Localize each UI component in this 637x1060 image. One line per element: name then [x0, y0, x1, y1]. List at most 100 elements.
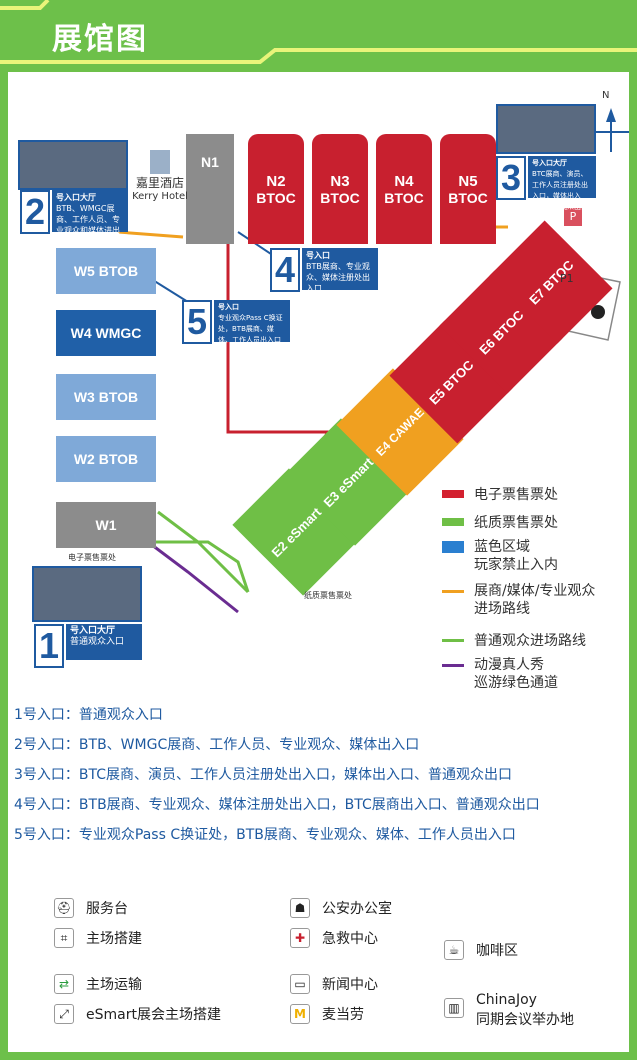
legend-swatch-green [442, 518, 464, 526]
service-desk-icon: ⛑ [54, 898, 74, 918]
page-title: 展馆图 [52, 22, 148, 57]
kerry-hotel: 嘉里酒店 Kerry Hotel [130, 150, 190, 202]
hall-w3[interactable]: W3 BTOB [56, 374, 156, 420]
legend-swatch-blue [442, 541, 464, 553]
legend-label: 蓝色区域 玩家禁止入内 [474, 539, 558, 573]
legend-label: 普通观众进场路线 [474, 633, 586, 649]
entrance-1-number: 1 [34, 624, 64, 668]
entrance-1-card: 号入口大厅 普通观众入口 [66, 624, 142, 660]
icon-legend-first-aid: ✚ 急救中心 [290, 928, 378, 948]
entrance-3-title: 号入口大厅 [532, 159, 567, 167]
icon-legend-conference: ▥ ChinaJoy 同期会议举办地 [444, 990, 574, 1030]
entrance-2-title: 号入口大厅 [56, 193, 96, 202]
venue-map: N N1 N2 BTOC N3 BTOC N4 BTOC N5 BTOC 嘉里酒… [8, 72, 629, 692]
entrance-3-desc: BTC展商、演员、工作人员注册处出入口，媒体出入口、普通观众出口 [532, 170, 588, 211]
coffee-icon: ☕ [444, 940, 464, 960]
hall-n5-sub: BTOC [448, 189, 488, 206]
police-icon: ☗ [290, 898, 310, 918]
hall-w1[interactable]: W1 [56, 502, 156, 548]
icon-legend-coffee: ☕ 咖啡区 [444, 940, 518, 960]
legend-paper-ticket: 纸质票售票处 [442, 512, 558, 532]
mcdonalds-icon: M [290, 1004, 310, 1024]
main-construction-icon: ⌗ [54, 928, 74, 948]
legend-visitor-route: 普通观众进场路线 [442, 630, 586, 650]
icon-legend-label: 服务台 [86, 901, 128, 917]
paper-ticket-map-label: 纸质票售票处 [304, 591, 352, 600]
legend-cosplay-route: 动漫真人秀 巡游绿色通道 [442, 656, 558, 692]
hall-n2-sub: BTOC [256, 189, 296, 206]
entrance-4-desc: BTB展商、专业观众、媒体注册处出入口 [306, 262, 370, 293]
entry-line-2: 2号入口：BTB、WMGC展商、工作人员、专业观众、媒体出入口 [14, 737, 420, 753]
hall-n3[interactable]: N3 BTOC [312, 134, 368, 244]
icon-legend-label: 急救中心 [322, 931, 378, 947]
entrance-5-card: 号入口 专业观众Pass C换证处，BTB展商、媒体、工作人员出入口 [214, 300, 290, 344]
hall-n4[interactable]: N4 BTOC [376, 134, 432, 244]
legend-label: 动漫真人秀 巡游绿色通道 [474, 657, 558, 691]
legend-blue-zone: 蓝色区域 玩家禁止入内 [442, 538, 558, 574]
entrance-1-desc: 普通观众入口 [70, 637, 125, 647]
entrance-2-desc: BTB、WMGC展商、工作人员、专业观众和媒体进出口 [56, 204, 120, 246]
legend-swatch-red [442, 490, 464, 498]
entry-line-4: 4号入口：BTB展商、专业观众、媒体注册处出入口，BTC展商出入口、普通观众出口 [14, 797, 540, 813]
entrance-2-number: 2 [20, 190, 50, 234]
entrance-5-desc: 专业观众Pass C换证处，BTB展商、媒体、工作人员出入口 [218, 314, 283, 344]
hall-n5[interactable]: N5 BTOC [440, 134, 496, 244]
entry-line-5: 5号入口：专业观众Pass C换证处，BTB展商、专业观众、媒体、工作人员出入口 [14, 827, 516, 843]
hall-w2[interactable]: W2 BTOB [56, 436, 156, 482]
entrance-1-photo [32, 566, 142, 622]
icon-legend-press: ▭ 新闻中心 [290, 974, 378, 994]
legend-e-ticket: 电子票售票处 [442, 484, 558, 504]
entrance-2-photo [18, 140, 128, 190]
esmart-construction-icon: ⤢ [54, 1004, 74, 1024]
icon-legend-construction: ⌗ 主场搭建 [54, 928, 142, 948]
hall-n5-name: N5 [458, 172, 478, 190]
icon-legend-transport: ⇄ 主场运输 [54, 974, 142, 994]
header-decoration [0, 0, 637, 72]
icon-legend-label: 新闻中心 [322, 977, 378, 993]
legend-label: 展商/媒体/专业观众 进场路线 [474, 583, 596, 617]
hall-n2-name: N2 [266, 172, 286, 190]
icon-legend-label: 咖啡区 [476, 943, 518, 959]
icon-legend-esmart: ⤢ eSmart展会主场搭建 [54, 1004, 221, 1024]
icon-legend-label: ChinaJoy 同期会议举办地 [476, 992, 574, 1028]
hall-n4-name: N4 [394, 172, 414, 190]
press-center-icon: ▭ [290, 974, 310, 994]
conference-icon: ▥ [444, 998, 464, 1018]
hotel-cn: 嘉里酒店 [135, 176, 184, 190]
compass [593, 108, 629, 152]
icon-legend-label: 主场运输 [86, 977, 142, 993]
icon-legend-label: eSmart展会主场搭建 [86, 1007, 221, 1023]
entrance-4-number: 4 [270, 248, 300, 292]
entrance-1-title: 号入口大厅 [70, 626, 116, 636]
hall-n2[interactable]: N2 BTOC [248, 134, 304, 244]
hall-n3-sub: BTOC [320, 189, 360, 206]
first-aid-icon: ✚ [290, 928, 310, 948]
legend-swatch-purple [442, 664, 464, 667]
e-ticket-map-label: 电子票售票处 [68, 553, 116, 562]
entrance-2-card: 号入口大厅 BTB、WMGC展商、工作人员、专业观众和媒体进出口 [52, 190, 128, 246]
entry-line-3: 3号入口：BTC展商、演员、工作人员注册处出入口，媒体出入口、普通观众出口 [14, 767, 513, 783]
entrance-4-card: 号入口 BTB展商、专业观众、媒体注册处出入口 [302, 248, 378, 293]
legend-swatch-orange [442, 590, 464, 593]
entrance-5-number: 5 [182, 300, 212, 344]
header-bar: 展馆图 [0, 0, 637, 72]
entrance-3-photo [496, 104, 596, 154]
icon-legend-mcdonalds: M 麦当劳 [290, 1004, 364, 1024]
transport-icon: ⇄ [54, 974, 74, 994]
map-panel: N N1 N2 BTOC N3 BTOC N4 BTOC N5 BTOC 嘉里酒… [8, 72, 629, 1052]
icon-legend-label: 麦当劳 [322, 1007, 364, 1023]
entrance-4-title: 号入口 [306, 251, 330, 260]
hall-w5[interactable]: W5 BTOB [56, 248, 156, 294]
legend-exhibitor-route: 展商/媒体/专业观众 进场路线 [442, 582, 595, 618]
legend-swatch-green-line [442, 638, 464, 642]
entrance-3-number: 3 [496, 156, 526, 200]
icon-legend-police: ☗ 公安办公室 [290, 898, 392, 918]
hotel-icon [150, 150, 170, 174]
parking-p1-label: P1 [560, 272, 574, 285]
parking-p-sign: P [564, 208, 582, 226]
hall-w4[interactable]: W4 WMGC [56, 310, 156, 356]
hall-n1[interactable]: N1 [186, 134, 234, 244]
hotel-en: Kerry Hotel [132, 191, 188, 202]
compass-label: N [602, 90, 610, 101]
entry-line-1: 1号入口：普通观众入口 [14, 707, 163, 723]
